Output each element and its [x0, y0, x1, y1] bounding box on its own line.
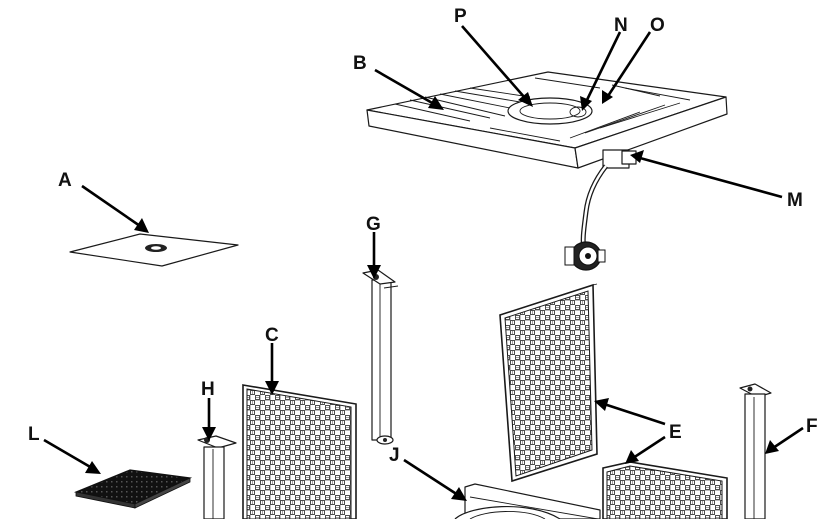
label-f: F	[806, 416, 818, 437]
label-m: M	[787, 190, 803, 211]
label-e: E	[669, 422, 682, 443]
arrow-m	[630, 150, 783, 199]
label-p: P	[454, 6, 467, 27]
arrow-p	[461, 25, 533, 107]
regulator	[564, 241, 606, 271]
label-h: H	[201, 379, 215, 400]
label-c: C	[265, 325, 279, 346]
label-a: A	[58, 170, 72, 191]
side-panel-e-small	[602, 461, 728, 519]
arrow-h	[202, 398, 216, 441]
table-top	[366, 71, 728, 169]
cover-plate	[69, 233, 239, 267]
leg-post-f	[739, 383, 772, 519]
arrow-b	[374, 68, 444, 110]
label-l: L	[28, 424, 40, 445]
arrow-g	[367, 232, 381, 279]
arrow-j	[403, 458, 467, 501]
label-g: G	[366, 214, 381, 235]
leg-post-g	[362, 269, 399, 445]
arrow-a	[81, 184, 149, 233]
label-j: J	[389, 445, 400, 466]
arrow-f	[765, 426, 804, 454]
leader-arrows	[43, 25, 804, 501]
arrow-l	[43, 438, 101, 474]
arrow-e-lower	[625, 435, 666, 464]
arrow-e-upper	[594, 398, 666, 426]
base-frame	[454, 483, 601, 519]
side-panel-c	[242, 384, 357, 519]
arrow-c	[265, 343, 279, 395]
label-n: N	[614, 15, 628, 36]
gas-hose	[580, 164, 608, 251]
label-b: B	[353, 53, 367, 74]
label-o: O	[650, 15, 665, 36]
dark-mat	[73, 469, 193, 509]
leg-post-h	[197, 435, 237, 519]
side-panel-e-large	[499, 283, 598, 483]
arrow-o	[602, 31, 652, 104]
arrow-n	[580, 31, 622, 111]
part-labels: P N O B M A G C H L J E F	[28, 6, 818, 466]
